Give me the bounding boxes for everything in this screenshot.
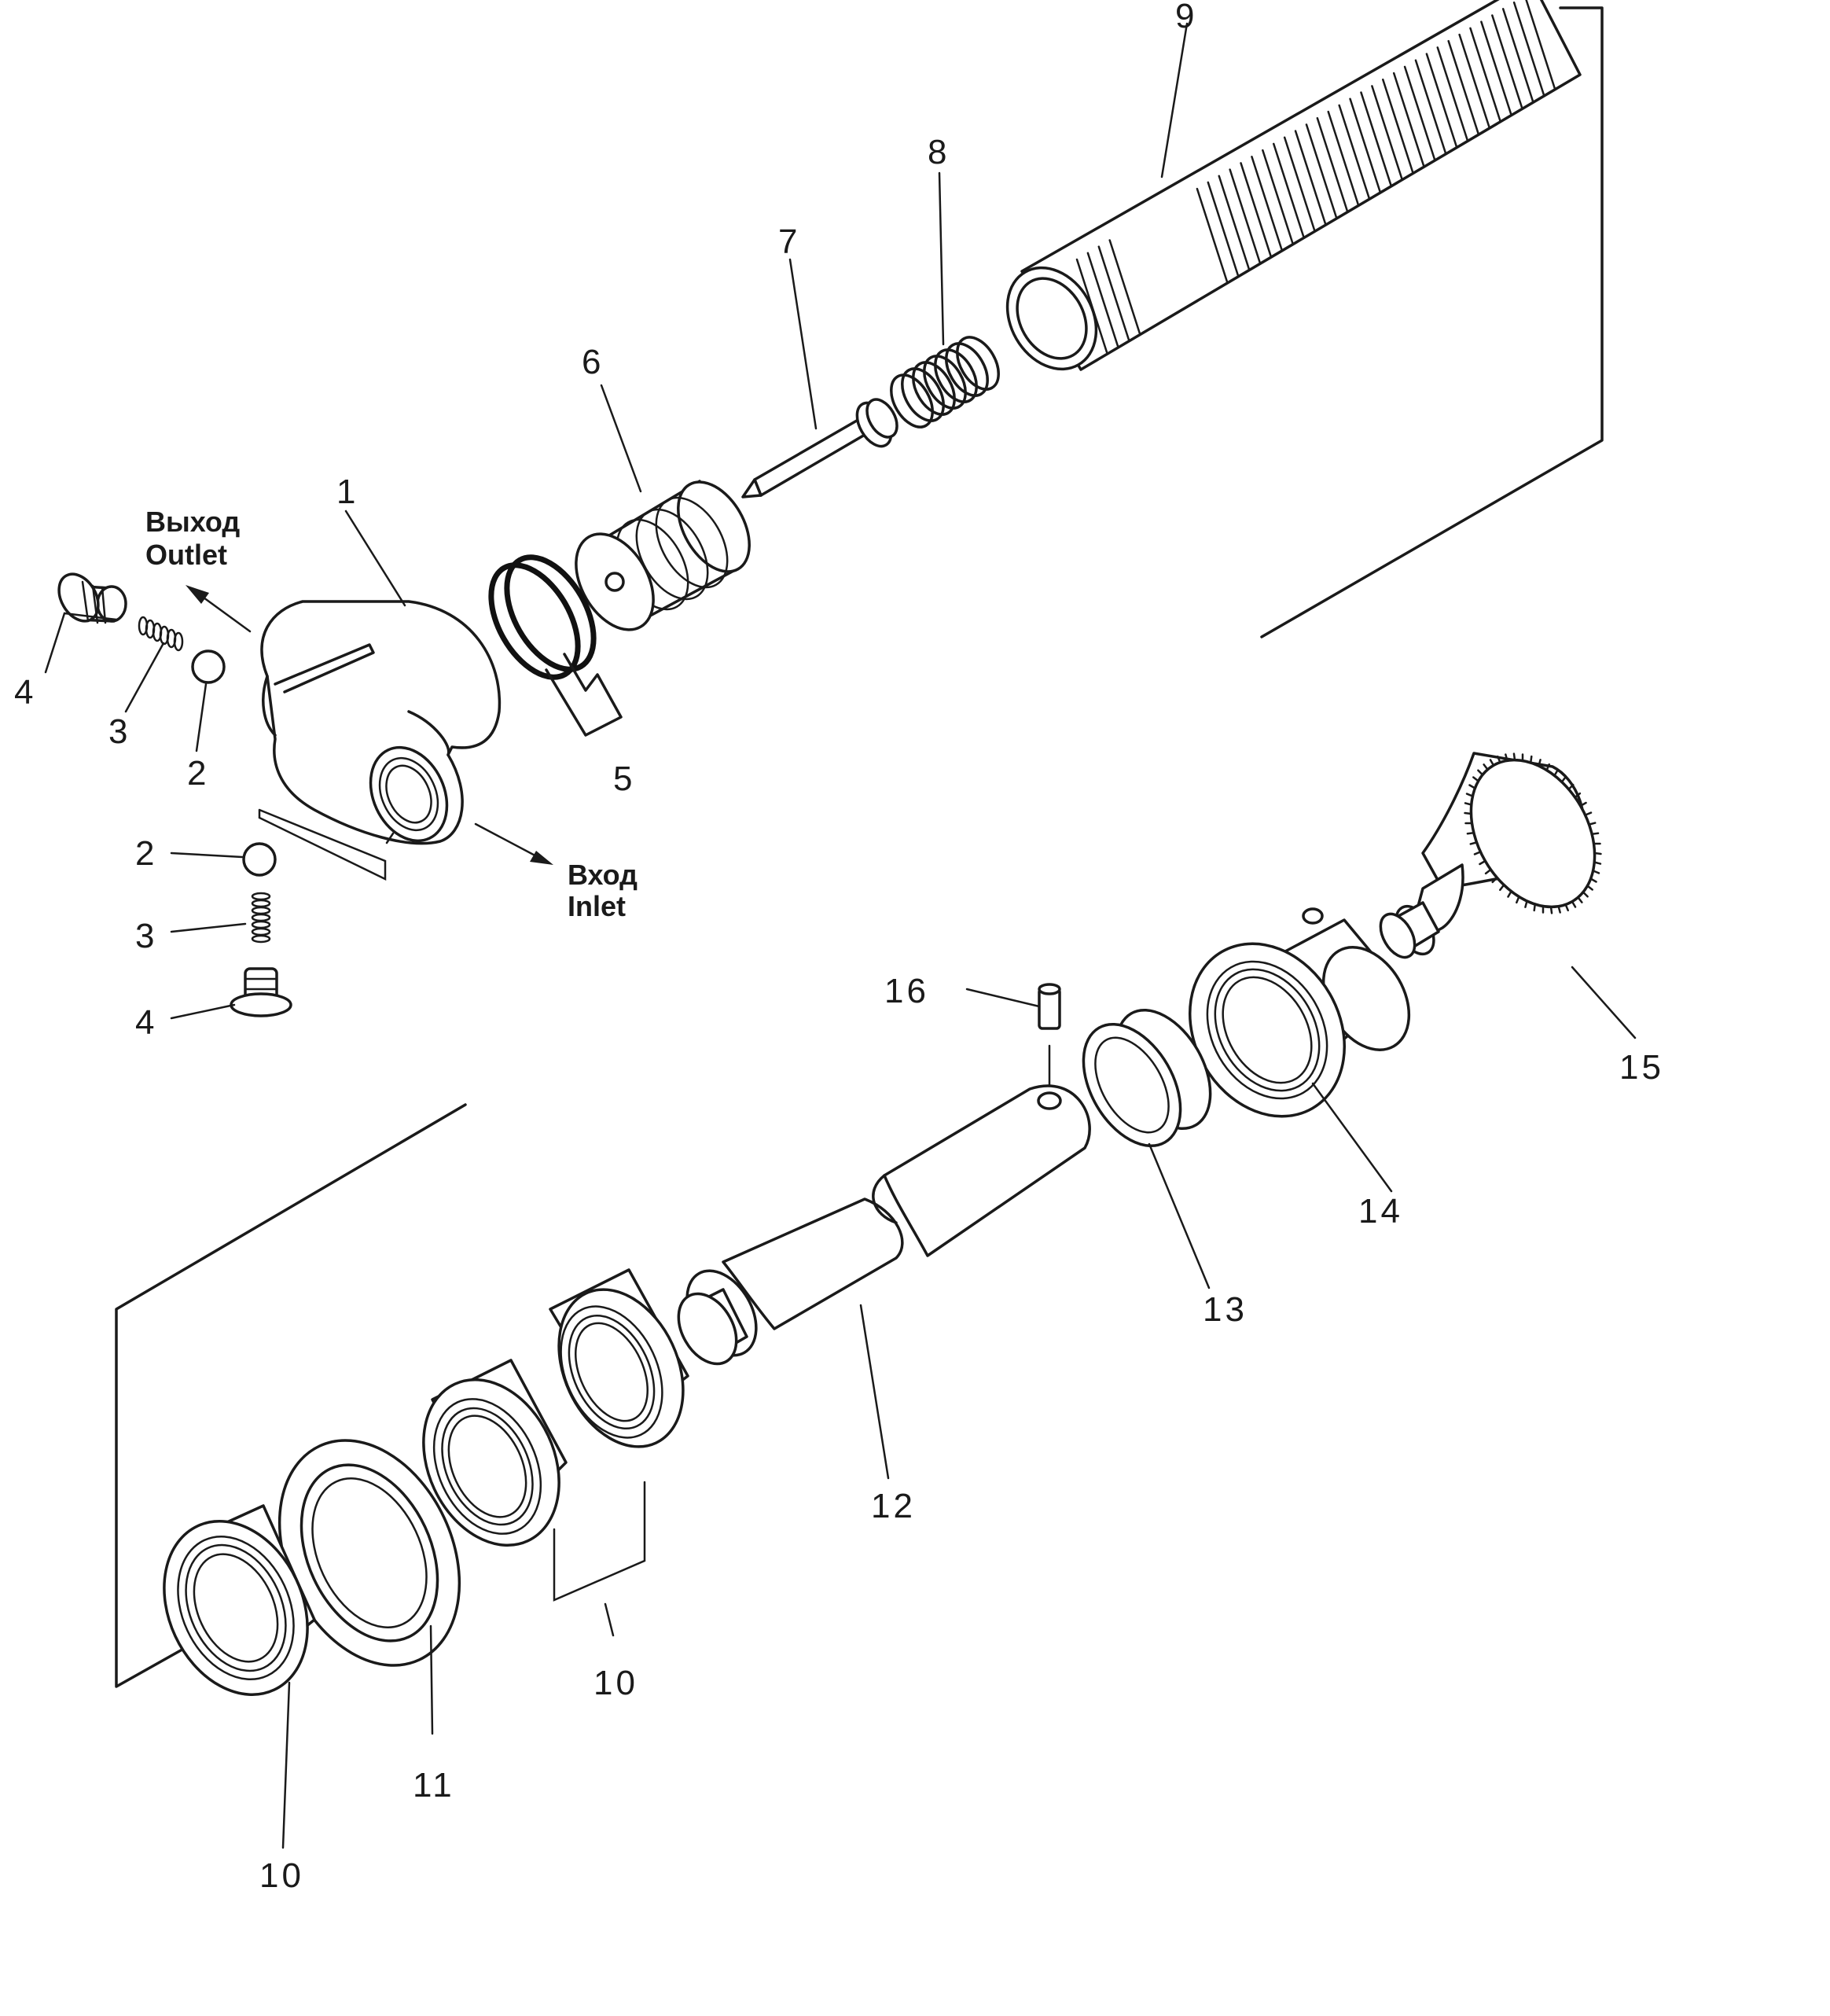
callout-1: 1 [336,473,358,511]
callout-7: 7 [778,223,800,261]
lock-nut-upper-b-part [422,1359,568,1547]
o-ring-pair-part [488,554,623,737]
callout-6: 6 [582,343,604,381]
callout-8: 8 [928,133,950,171]
outlet-label-en: Outlet [145,539,227,571]
outlet-spring-part [138,616,184,652]
callout-5: 5 [613,760,635,798]
sleeve-ring-part [1082,1008,1212,1148]
knurled-knob-part [1379,752,1602,959]
callout-15: 15 [1619,1048,1664,1087]
callout-4-inlet: 4 [135,1003,157,1042]
callout-2-outlet: 2 [187,754,209,793]
nut-cap-part [1188,907,1411,1118]
lower-assembly-bracket [115,1103,467,1688]
inlet-arrow [474,822,553,865]
outlet-arrow [186,585,252,633]
callout-11: 11 [413,1766,455,1804]
callout-12: 12 [871,1487,916,1525]
valve-body-part [575,480,751,631]
outlet-label-ru: Выход [145,506,240,538]
lock-nut-lower-part [163,1504,316,1696]
inlet-ball-part [242,842,277,877]
leader-lines [44,22,1637,1849]
dowel-pin-part [1038,983,1061,1087]
inlet-spring-part [251,892,271,944]
stem-shaft-part [677,1084,1091,1366]
outlet-plug-screw-part [57,572,127,624]
washer-part [277,1439,461,1667]
inlet-plug-screw-part [230,967,292,1017]
callout-16: 16 [884,972,929,1010]
spring-part [890,336,1000,429]
callout-10-lower: 10 [259,1856,304,1895]
valve-housing-part [260,600,502,845]
callout-9: 9 [1175,0,1197,35]
inlet-label-en: Inlet [568,890,626,922]
upper-assembly-bracket [1260,6,1604,638]
callout-4-outlet: 4 [14,673,36,712]
callout-14: 14 [1358,1192,1403,1231]
callout-13: 13 [1203,1290,1248,1329]
callout-3-inlet: 3 [135,917,157,955]
outlet-ball-part [191,649,226,684]
lock-nut-upper-a-part [549,1268,689,1448]
callout-2-inlet: 2 [135,834,157,873]
inlet-label-ru: Вход [568,859,638,891]
callout-10-upper: 10 [593,1664,638,1702]
callout-3-outlet: 3 [108,712,130,751]
needle-pin-part [741,398,898,498]
threaded-tube-part [1005,0,1582,371]
